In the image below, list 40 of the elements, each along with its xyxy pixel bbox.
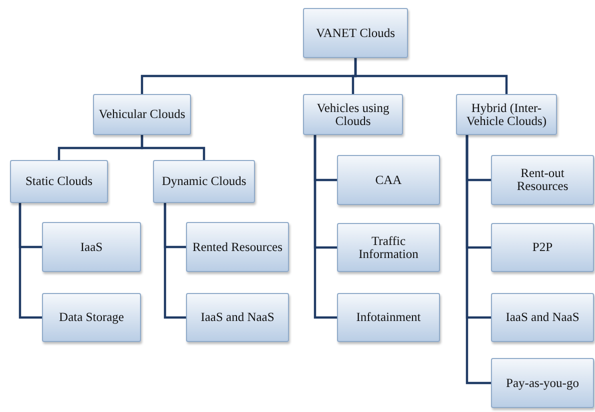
connector-line [140,135,206,160]
box-label: Rented Resources [192,240,282,254]
box-label: P2P [532,241,553,254]
box-label: Rent-out Resources [516,167,570,193]
box-label: Static Clouds [25,175,93,188]
category-box [186,293,289,342]
box-label: Pay-as-you-go [506,376,579,390]
category-box [337,155,440,205]
category-box [491,293,594,342]
connector-line [354,58,508,94]
box-label: VANET Clouds [316,26,396,40]
category-box [186,222,289,272]
connector-line [18,203,42,319]
category-box [337,293,440,342]
category-box [303,94,403,135]
box-label: Hybrid (Inter-Vehicle Clouds) [465,102,548,128]
category-box [303,8,408,58]
category-box [10,160,108,203]
box-label: CAA [375,174,402,186]
connector-line [164,203,186,319]
box-label: IaaS and NaaS [506,311,580,324]
connector-line [466,135,491,384]
box-label: Infotainment [356,311,421,324]
category-box [42,222,141,272]
category-box [491,358,594,408]
box-label: Vehicles using Clouds [316,102,390,128]
box-label: IaaS and NaaS [200,311,274,324]
category-box [456,94,557,135]
category-box [93,94,191,135]
box-label: IaaS [80,240,103,254]
box-label: Traffic Information [358,234,420,260]
category-box [491,223,594,272]
category-box [337,223,440,272]
category-box [42,293,141,342]
box-label: Vehicular Clouds [98,108,186,121]
connector-line [314,135,337,319]
box-label: Data Storage [59,311,124,324]
category-box [153,160,255,203]
box-label: Dynamic Clouds [162,175,246,188]
category-box [491,155,594,205]
